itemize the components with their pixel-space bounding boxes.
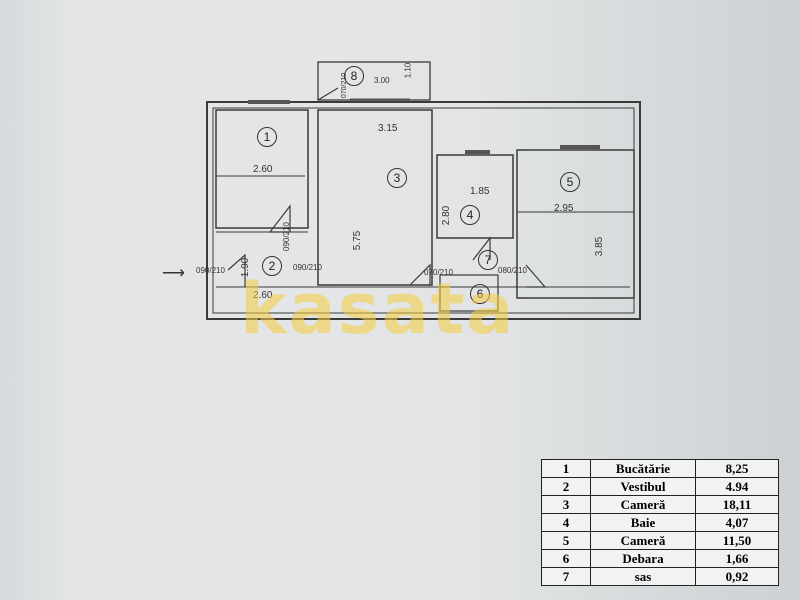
room-name: Baie <box>590 513 696 532</box>
room-number-1: 1 <box>257 127 277 147</box>
row-number: 3 <box>541 495 591 514</box>
room-4-outline <box>436 154 514 239</box>
room-name: Cameră <box>590 531 696 550</box>
door-label: 080/210 <box>498 266 527 275</box>
room-name: Vestibul <box>590 477 696 496</box>
watermark-logo: kasata <box>240 268 516 350</box>
room-3-outline <box>317 109 433 286</box>
dim-hall-width: 2.60 <box>253 290 273 301</box>
door-label: 090/210 <box>293 263 322 272</box>
room-name: sas <box>590 567 696 586</box>
room-area: 0,92 <box>695 567 779 586</box>
table-row: 3 Cameră 18,11 <box>541 495 779 514</box>
room-area: 11,50 <box>695 531 779 550</box>
room-area: 18,11 <box>695 495 779 514</box>
dim-room4-height: 2.80 <box>441 205 453 226</box>
row-number: 2 <box>541 477 591 496</box>
room-name: Debara <box>590 549 696 568</box>
room-area: 1,66 <box>695 549 779 568</box>
row-number: 5 <box>541 531 591 550</box>
dim-room3-width: 3.15 <box>378 123 398 134</box>
room-5-outline <box>516 149 635 299</box>
table-row: 1 Bucătărie 8,25 <box>541 459 779 478</box>
room-name: Cameră <box>590 495 696 514</box>
room-name: Bucătărie <box>590 459 696 478</box>
dim-room5-length: 3.85 <box>594 236 606 257</box>
room-area: 4,07 <box>695 513 779 532</box>
room-number-6: 6 <box>470 284 490 304</box>
dim-room5-width: 2.95 <box>554 203 574 214</box>
row-number: 6 <box>541 549 591 568</box>
area-table: 1 Bucătărie 8,25 2 Vestibul 4.94 3 Camer… <box>541 459 779 586</box>
room-number-2: 2 <box>262 256 282 276</box>
room-number-3: 3 <box>387 168 407 188</box>
table-row: 6 Debara 1,66 <box>541 549 779 568</box>
dim-room1-width: 2.60 <box>253 164 273 175</box>
table-row: 2 Vestibul 4.94 <box>541 477 779 496</box>
door-label: 070/210 <box>424 268 453 277</box>
dim-room4-width: 1.85 <box>470 186 490 197</box>
table-row: 7 sas 0,92 <box>541 567 779 586</box>
outer-wall <box>206 101 641 320</box>
table-row: 5 Cameră 11,50 <box>541 531 779 550</box>
room-number-5: 5 <box>560 172 580 192</box>
room-number-7: 7 <box>478 250 498 270</box>
door-label: 090/210 <box>281 222 291 251</box>
room-1-outline <box>215 109 309 229</box>
room-number-4: 4 <box>460 205 480 225</box>
row-number: 7 <box>541 567 591 586</box>
room-area: 8,25 <box>695 459 779 478</box>
door-label: 090/210 <box>196 266 225 275</box>
room-6-outline <box>439 274 499 312</box>
table-row: 4 Baie 4,07 <box>541 513 779 532</box>
door-label: 070/210 <box>341 72 349 99</box>
dim-room3-length: 5.75 <box>352 230 364 251</box>
row-number: 4 <box>541 513 591 532</box>
entrance-arrow-icon: ⟶ <box>162 265 185 282</box>
row-number: 1 <box>541 459 591 478</box>
dim-balcony-width: 3.00 <box>374 76 390 85</box>
dim-balcony-depth: 1.10 <box>403 62 413 79</box>
room-area: 4.94 <box>695 477 779 496</box>
room-number-8: 8 <box>344 66 364 86</box>
